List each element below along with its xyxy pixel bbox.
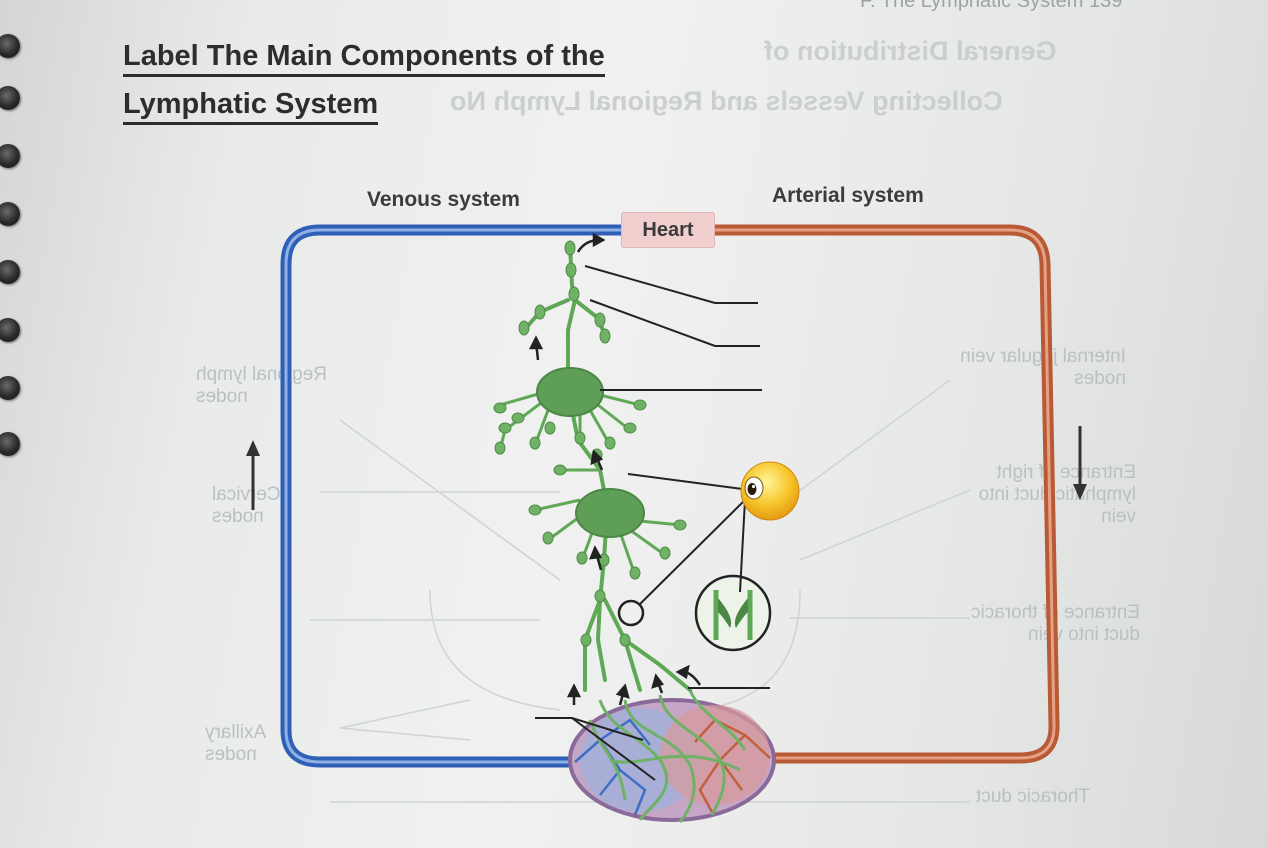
lymph-node <box>575 488 645 538</box>
flow-arrow-down <box>1073 426 1087 500</box>
page-title-line-1: Label The Main Components of the <box>123 40 605 77</box>
heart-label: Heart <box>621 212 715 248</box>
spiral-ring <box>0 432 20 456</box>
valve-callout-small <box>617 599 645 627</box>
lymphatic-vessels <box>522 243 692 692</box>
lymph-branches <box>498 390 681 576</box>
venous-system-label: Venous system <box>367 188 520 211</box>
flow-arrow-up <box>246 440 260 510</box>
spiral-ring <box>0 34 20 58</box>
label-leader-lines <box>535 265 770 781</box>
lymph-node <box>536 367 604 417</box>
spiral-ring <box>0 86 20 110</box>
running-head: F. The Lymphatic System 139 <box>860 0 1123 12</box>
lymph-valves <box>493 240 687 647</box>
spiral-ring <box>0 144 20 168</box>
spiral-ring <box>0 202 20 226</box>
binder-spiral <box>0 0 26 848</box>
page-title-text-2: Lymphatic System <box>123 88 379 120</box>
title-underline <box>123 122 379 125</box>
winking-face-icon <box>740 461 800 521</box>
spiral-ring <box>0 318 20 342</box>
title-underline <box>123 74 605 77</box>
arterial-system-label: Arterial system <box>772 184 924 207</box>
arterial-vessel-highlight <box>711 228 1056 760</box>
lymph-flow-arrows <box>528 232 702 706</box>
spiral-ring <box>0 260 20 284</box>
spiral-ring <box>0 376 20 400</box>
venous-vessel-highlight <box>284 228 624 764</box>
valve-callout-magnified <box>694 574 772 652</box>
page-title-text-1: Label The Main Components of the <box>123 40 605 72</box>
page-title-line-2: Lymphatic System <box>123 88 379 125</box>
capillary-bed <box>568 689 776 823</box>
